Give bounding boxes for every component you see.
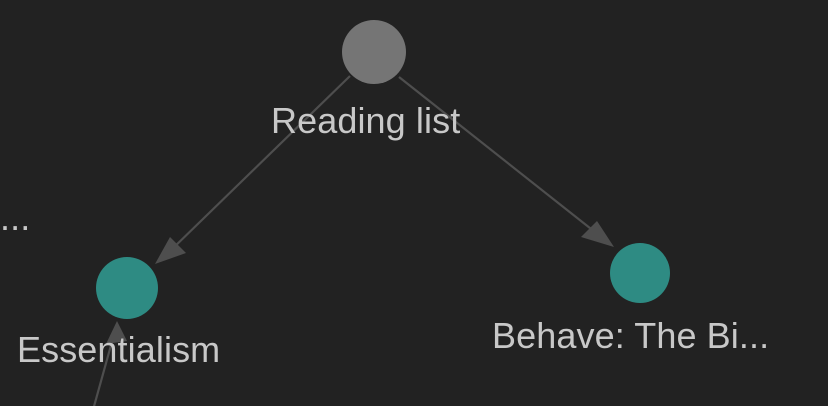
edge-offscreen-to-essentialism[interactable] bbox=[92, 321, 127, 406]
node-label-clipped-left[interactable]: ... bbox=[0, 197, 31, 238]
node-behave[interactable] bbox=[610, 243, 670, 303]
arrow-head-icon bbox=[581, 221, 614, 247]
node-label-behave[interactable]: Behave: The Bi... bbox=[492, 315, 770, 356]
node-label-essentialism[interactable]: Essentialism bbox=[17, 329, 221, 370]
node-reading-list[interactable] bbox=[342, 20, 406, 84]
edge-line bbox=[167, 75, 351, 254]
arrow-head-icon bbox=[155, 237, 186, 264]
node-essentialism[interactable] bbox=[96, 257, 158, 319]
edge-line bbox=[92, 337, 115, 406]
edge-reading-list-to-behave[interactable] bbox=[398, 76, 614, 247]
edge-reading-list-to-essentialism[interactable] bbox=[155, 75, 351, 264]
node-label-reading-list[interactable]: Reading list bbox=[271, 100, 461, 141]
arrow-head-icon bbox=[106, 321, 127, 344]
edge-line bbox=[398, 76, 601, 237]
